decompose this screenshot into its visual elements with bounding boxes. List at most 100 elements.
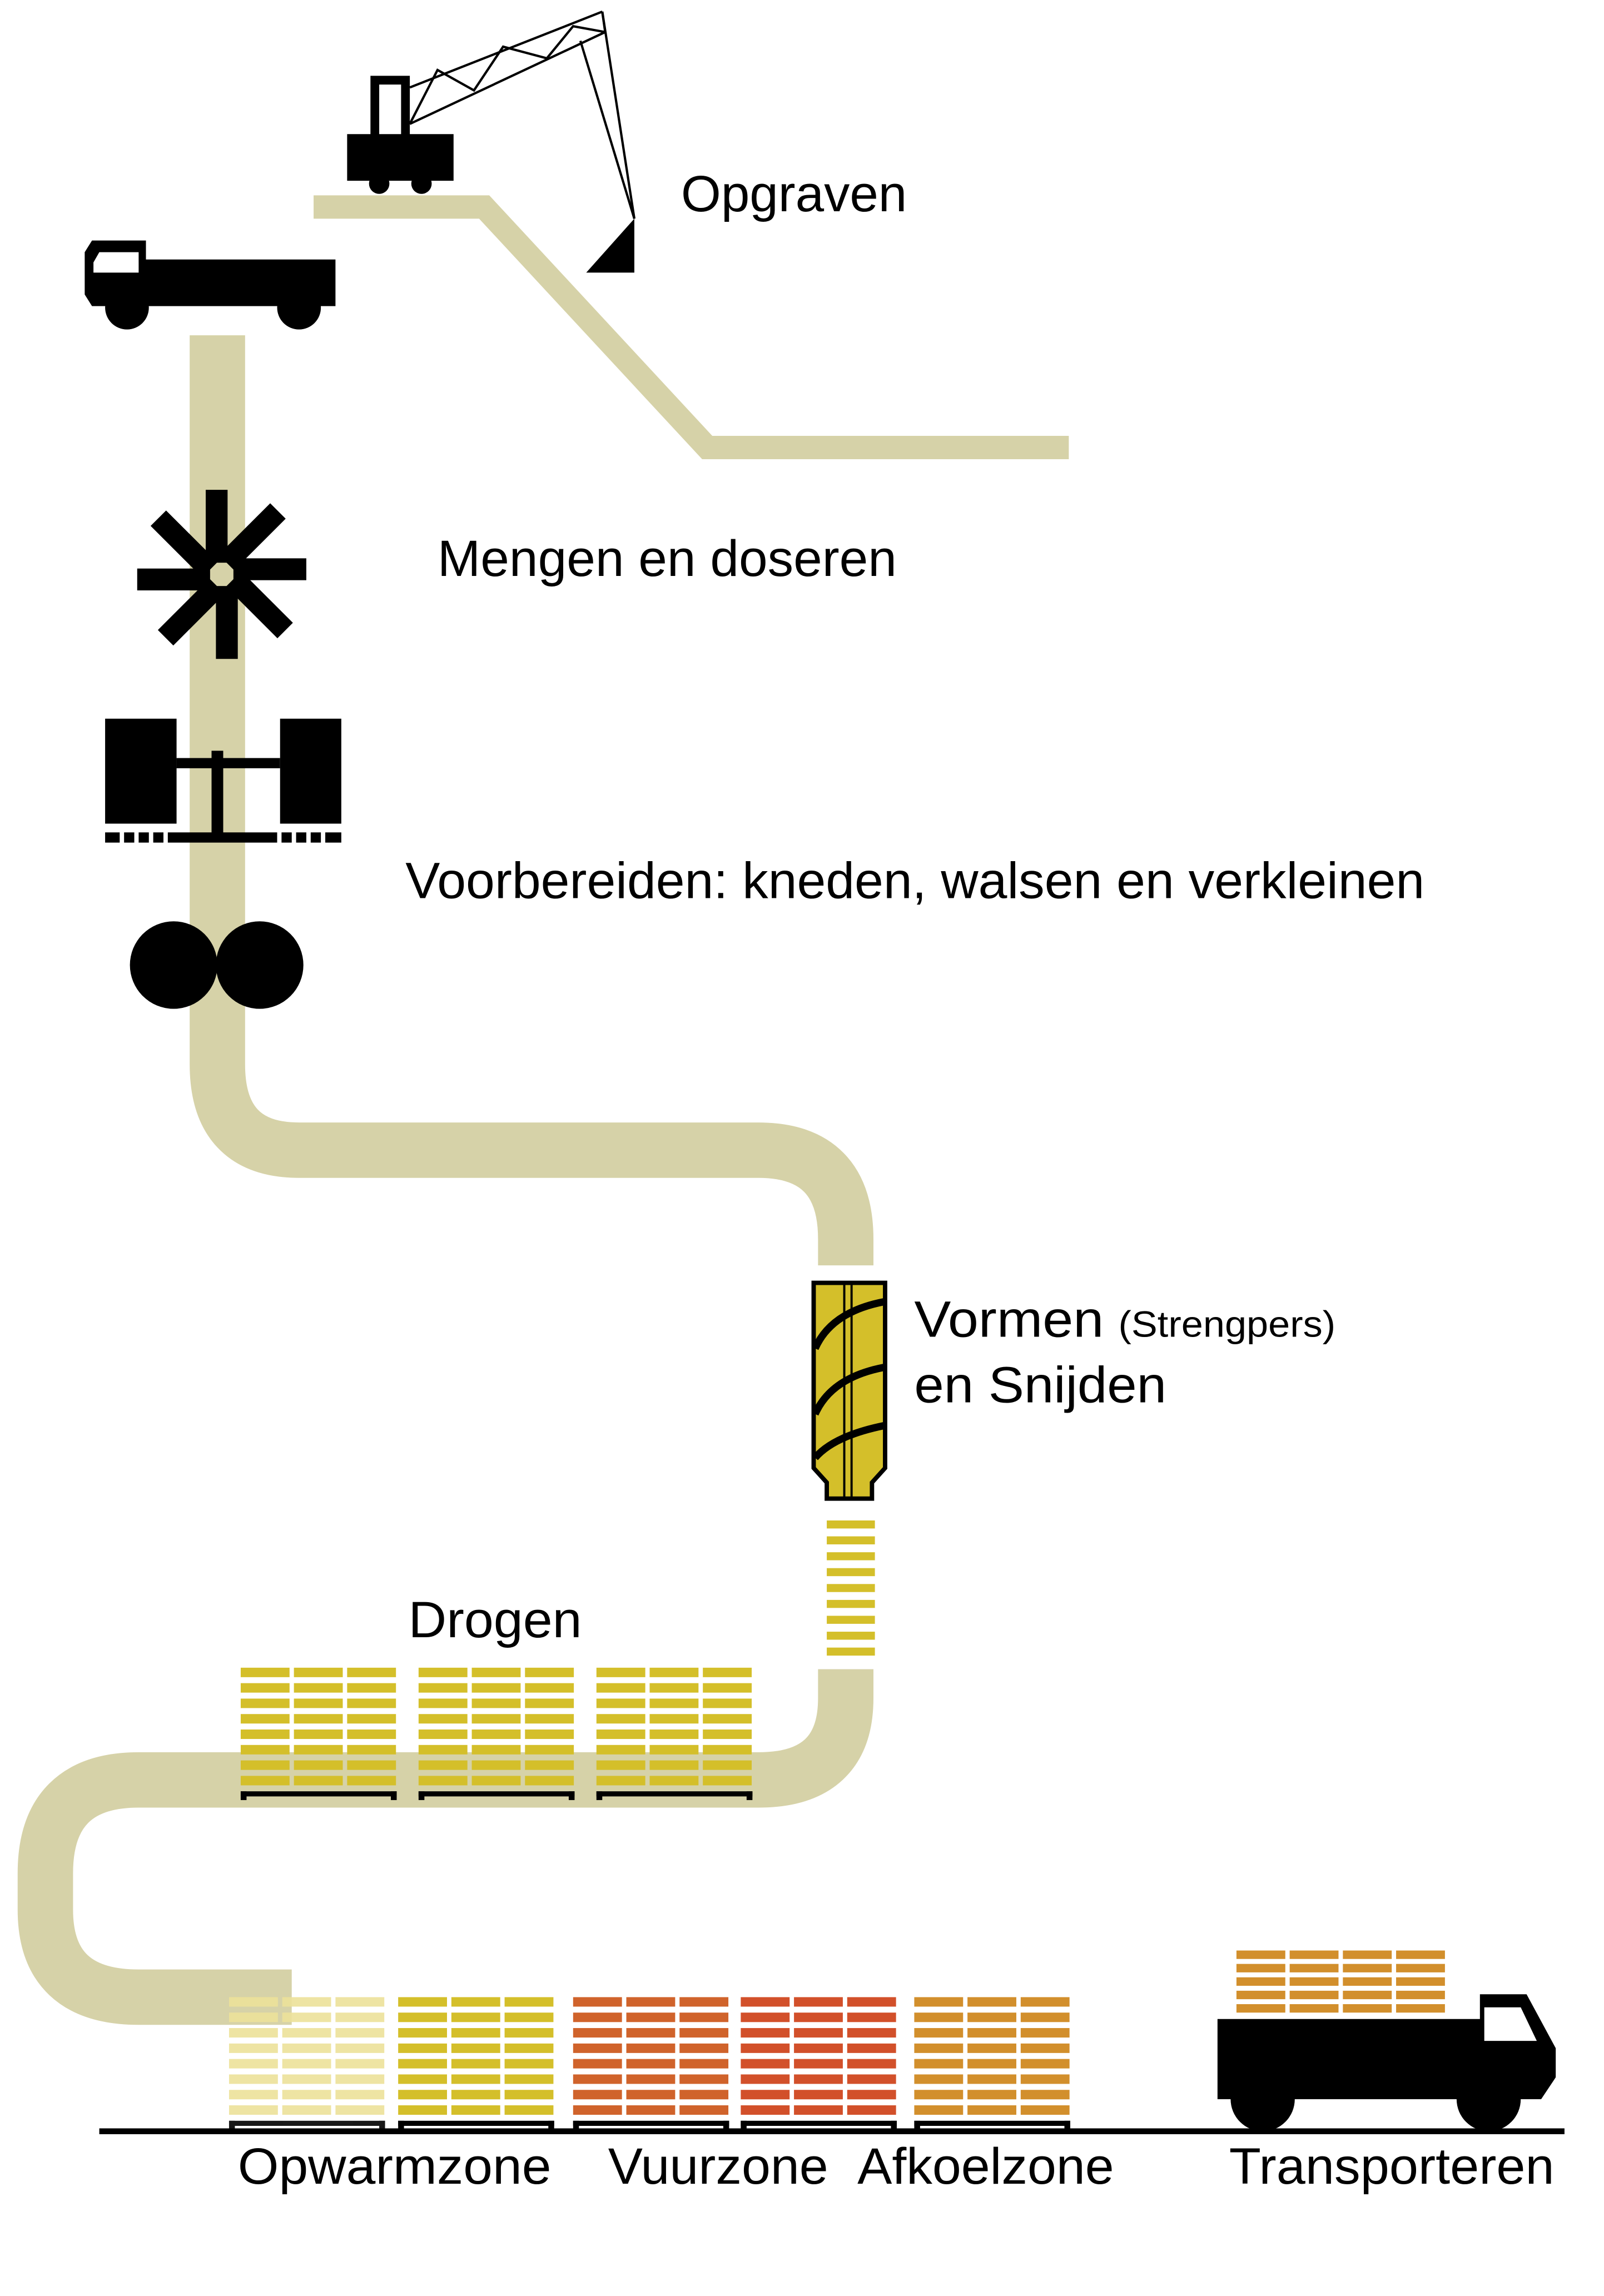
brick — [504, 1997, 554, 2007]
brick — [504, 2043, 554, 2053]
brick — [626, 2028, 676, 2038]
brick — [1289, 1964, 1339, 1972]
brick — [967, 2105, 1016, 2115]
label-drogen: Drogen — [409, 1592, 582, 1648]
brick — [451, 2090, 500, 2100]
brick — [914, 2090, 964, 2100]
brick — [335, 2105, 385, 2115]
brick — [347, 1776, 396, 1786]
brick — [1343, 1977, 1392, 1986]
pallet-leg — [573, 2120, 579, 2130]
brick — [914, 2105, 964, 2115]
cut-brick — [827, 1616, 875, 1624]
brick — [418, 1776, 468, 1786]
brick — [1020, 2059, 1070, 2069]
brick — [335, 1997, 385, 2007]
brick — [794, 2059, 843, 2069]
brick — [967, 2012, 1016, 2022]
brick — [504, 2090, 554, 2100]
brick — [525, 1760, 574, 1770]
brick — [1020, 2090, 1070, 2100]
brick — [1236, 1964, 1285, 1972]
label-voorbereiden: Voorbereiden: kneden, walsen en verklein… — [405, 852, 1424, 909]
brick — [525, 1776, 574, 1786]
brick — [335, 2043, 385, 2053]
brick — [573, 2043, 622, 2053]
pallet-base — [398, 2120, 554, 2126]
brick — [504, 2105, 554, 2115]
brick — [573, 2012, 622, 2022]
brick — [679, 2028, 729, 2038]
brick — [1236, 2004, 1285, 2013]
brick — [1020, 2074, 1070, 2084]
brick — [347, 1730, 396, 1740]
brick — [794, 1997, 843, 2007]
brick — [418, 1683, 468, 1693]
brick — [741, 2059, 790, 2069]
brick — [1289, 1990, 1339, 2000]
brick — [451, 2105, 500, 2115]
brick — [471, 1745, 521, 1755]
brick — [741, 2105, 790, 2115]
kiln-track-line — [99, 2128, 1565, 2134]
label-vormen: Vormen — [914, 1291, 1104, 1348]
brick — [504, 2012, 554, 2022]
excavator-crane-icon — [347, 11, 636, 273]
brick — [282, 2090, 331, 2100]
brick — [398, 2059, 447, 2069]
brick — [504, 2059, 554, 2069]
brick — [914, 2059, 964, 2069]
brick — [451, 1997, 500, 2007]
brick — [347, 1667, 396, 1677]
brick — [967, 2090, 1016, 2100]
brick — [1020, 1997, 1070, 2007]
brick — [398, 2074, 447, 2084]
brick — [794, 2028, 843, 2038]
pallet-leg — [1064, 2120, 1070, 2130]
pallet-leg — [391, 1791, 397, 1800]
brick — [703, 1714, 752, 1724]
brick — [294, 1667, 343, 1677]
brick — [741, 2012, 790, 2022]
brick — [967, 1997, 1016, 2007]
brick — [914, 2043, 964, 2053]
brick — [1289, 1950, 1339, 1959]
brick — [398, 2090, 447, 2100]
brick — [398, 2028, 447, 2038]
brick — [229, 2105, 278, 2115]
brick — [573, 2059, 622, 2069]
brick — [471, 1683, 521, 1693]
brick — [418, 1745, 468, 1755]
clay-flow-path-lower — [17, 1669, 873, 2025]
brick — [703, 1776, 752, 1786]
brick — [847, 1997, 896, 2007]
brick — [741, 2090, 790, 2100]
brick — [240, 1667, 290, 1677]
brick — [398, 1997, 447, 2007]
brick — [282, 2105, 331, 2115]
brick — [1020, 2105, 1070, 2115]
brick — [347, 1698, 396, 1708]
brick — [847, 2105, 896, 2115]
kiln-pallet-preheated — [398, 1997, 554, 2130]
brick — [282, 1997, 331, 2007]
pallet-base — [573, 2120, 729, 2126]
brick — [626, 1997, 676, 2007]
drying-pallet — [418, 1667, 575, 1800]
pallet-base — [418, 1791, 575, 1797]
brick — [347, 1683, 396, 1693]
pallet-base — [240, 1791, 397, 1797]
brick — [794, 2043, 843, 2053]
brick — [240, 1714, 290, 1724]
brick — [1396, 1950, 1445, 1959]
kiln-pallet-fire1 — [573, 1997, 729, 2130]
brick — [398, 2105, 447, 2115]
kiln-pallet-fire2 — [741, 1997, 897, 2130]
brick — [1236, 1977, 1285, 1986]
brick — [525, 1714, 574, 1724]
brick — [967, 2074, 1016, 2084]
rollers-icon — [130, 921, 304, 1009]
brick — [347, 1760, 396, 1770]
kiln-pallet-warming — [229, 1997, 385, 2130]
brick — [471, 1776, 521, 1786]
